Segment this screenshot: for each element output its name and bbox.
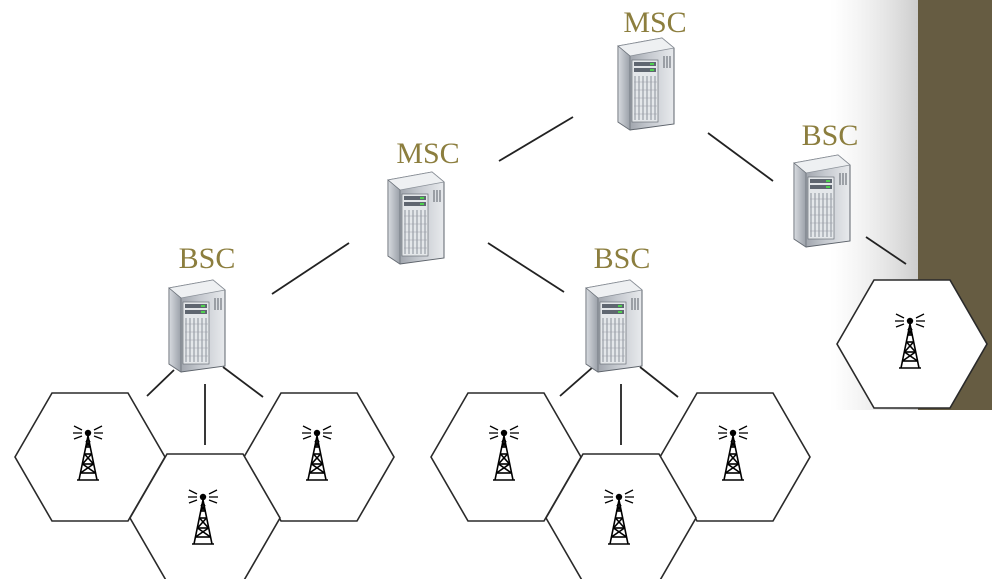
bsc-left-node: BSC xyxy=(168,242,236,373)
link-bsc-center-to-cell-1 xyxy=(559,366,594,397)
link-bsc-right-to-cell xyxy=(865,236,907,265)
msc-top-label: MSC xyxy=(623,6,686,39)
connection-lines xyxy=(146,116,907,445)
link-bsc-left-to-cell-1 xyxy=(146,369,175,397)
link-bsc-center-to-cell-3 xyxy=(639,366,679,398)
server-icon xyxy=(387,171,445,265)
msc-top-node: MSC xyxy=(617,6,687,131)
server-icon xyxy=(617,37,675,131)
bsc-left-label: BSC xyxy=(179,242,236,275)
link-msc-mid-to-bsc-left xyxy=(271,242,350,295)
link-bsc-left-to-cell-3 xyxy=(222,366,264,398)
link-msc-top-to-bsc-right xyxy=(707,132,774,182)
bsc-right-node: BSC xyxy=(793,119,859,248)
bsc-right-label: BSC xyxy=(802,119,859,152)
server-icon xyxy=(168,279,226,373)
server-icon xyxy=(793,154,851,248)
server-icon xyxy=(585,279,643,373)
link-msc-mid-to-bsc-center xyxy=(487,242,565,293)
bsc-center-node: BSC xyxy=(585,242,651,373)
bsc-center-label: BSC xyxy=(594,242,651,275)
msc-mid-node: MSC xyxy=(387,137,460,265)
msc-mid-label: MSC xyxy=(396,137,459,170)
link-msc-top-to-msc-mid xyxy=(498,116,574,162)
